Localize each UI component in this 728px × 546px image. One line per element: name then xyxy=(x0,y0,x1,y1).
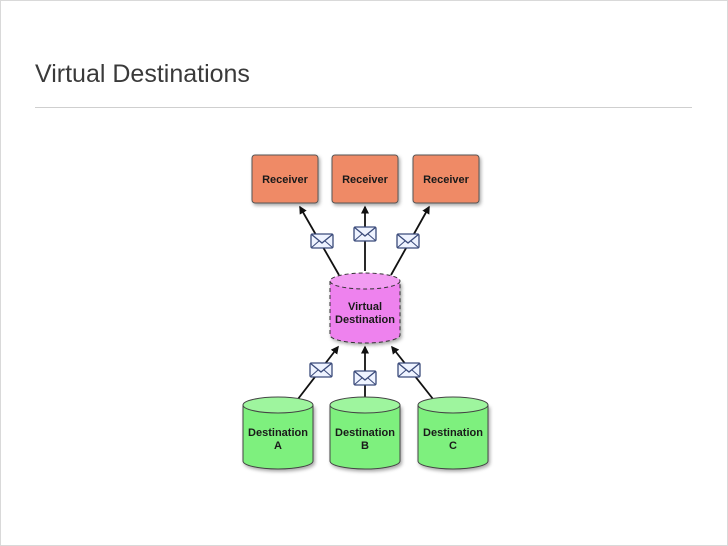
virtual-destination-line1: Virtual xyxy=(348,301,382,313)
virtual-destination: Virtual Destination xyxy=(329,272,401,344)
destination-b-line2: B xyxy=(361,440,369,452)
envelope-icon xyxy=(309,362,333,378)
destination-c-line1: Destination xyxy=(423,427,483,439)
virtual-destination-line2: Destination xyxy=(335,314,395,326)
receiver-2-label: Receiver xyxy=(342,174,389,186)
receiver-1-label: Receiver xyxy=(262,174,309,186)
envelope-icon xyxy=(353,370,377,386)
slide-title: Virtual Destinations xyxy=(35,60,250,88)
destination-c: Destination C xyxy=(417,396,489,470)
destination-a: Destination A xyxy=(242,396,314,470)
envelope-icon xyxy=(396,233,420,249)
title-divider xyxy=(35,107,692,108)
destination-c-line2: C xyxy=(449,440,457,452)
envelope-icon xyxy=(353,226,377,242)
destination-a-line1: Destination xyxy=(248,427,308,439)
envelope-icon xyxy=(310,233,334,249)
destination-b: Destination B xyxy=(329,396,401,470)
receiver-3: Receiver xyxy=(412,154,480,204)
destination-a-line2: A xyxy=(274,440,282,452)
receiver-3-label: Receiver xyxy=(423,174,470,186)
receiver-1: Receiver xyxy=(251,154,319,204)
envelope-icon xyxy=(397,362,421,378)
destination-b-line1: Destination xyxy=(335,427,395,439)
receiver-2: Receiver xyxy=(331,154,399,204)
